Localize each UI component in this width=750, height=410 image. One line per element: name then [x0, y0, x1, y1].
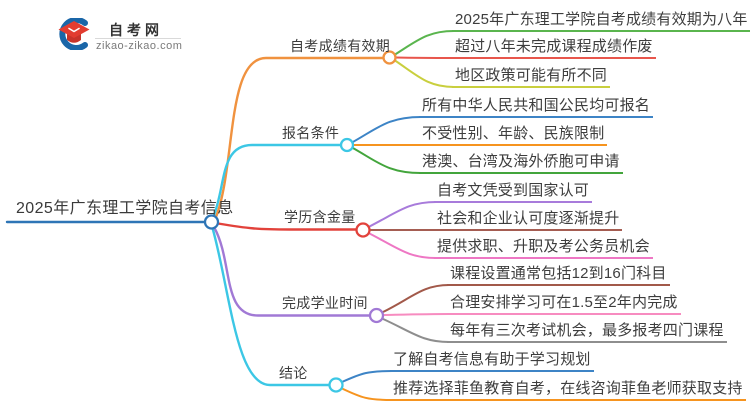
connector-branch-3-child-1	[367, 201, 437, 228]
mindmap-branch-4-node[interactable]: 完成学业时间	[282, 295, 368, 311]
mindmap-leaf-node[interactable]: 自考文凭受到国家认可	[434, 182, 593, 203]
connector-branch-1	[214, 56, 385, 219]
graduation-cap-icon	[58, 18, 90, 50]
connector-branch-5-child-2	[341, 387, 393, 401]
mindmap-branch-2-node[interactable]: 报名条件	[282, 125, 340, 141]
branch-3-junction-circle[interactable]	[355, 222, 371, 238]
mindmap-leaf-node[interactable]: 每年有三次考试机会，最多报考四门课程	[447, 322, 727, 343]
connector-branch-2-child-3	[351, 146, 422, 174]
mindmap-leaf-node[interactable]: 了解自考信息有助于学习规划	[390, 351, 594, 372]
connector-branch-3-child-3	[367, 232, 437, 259]
connector-branch-2-child-1	[351, 116, 422, 144]
site-url: zikao-zikao.com	[96, 40, 183, 52]
root-junction-circle[interactable]	[203, 214, 220, 230]
connector-branch-4	[213, 226, 372, 317]
connector-branch-2	[212, 143, 343, 218]
connector-branch-4-child-2	[382, 313, 450, 316]
branch-5-junction-circle[interactable]	[328, 377, 344, 393]
connector-branch-5	[211, 226, 331, 387]
mindmap-branch-1-node[interactable]: 自考成绩有效期	[290, 38, 391, 54]
connector-branch-5-child-1	[341, 370, 393, 383]
branch-1-junction-circle[interactable]	[382, 50, 397, 65]
mindmap-leaf-node[interactable]: 推荐选择菲鱼教育自考，在线咨询菲鱼老师获取支持	[390, 380, 746, 401]
site-logo: 自考网 zikao-zikao.com	[55, 16, 185, 52]
mindmap-leaf-node[interactable]: 课程设置通常包括12到16门科目	[447, 265, 670, 286]
connector-branch-1-child-3	[394, 59, 455, 88]
connector-branch-3	[216, 222, 358, 231]
connector-branch-1-child-2	[394, 56, 455, 59]
site-name: 自考网	[109, 22, 163, 38]
branch-4-junction-circle[interactable]	[368, 307, 385, 324]
mindmap-root-node[interactable]: 2025年广东理工学院自考信息	[16, 200, 234, 217]
logo-divider	[95, 38, 181, 39]
mindmap-leaf-node[interactable]: 提供求职、升职及考公务员机会	[434, 238, 653, 259]
connector-branch-4-child-3	[381, 317, 450, 343]
mindmap-leaf-node[interactable]: 合理安排学习可在1.5至2年内完成	[447, 294, 681, 315]
mindmap-branch-3-node[interactable]: 学历含金量	[284, 209, 356, 225]
mindmap-leaf-node[interactable]: 不受性别、年龄、民族限制	[419, 125, 608, 146]
mindmap-leaf-node[interactable]: 超过八年未完成课程成绩作废	[452, 38, 656, 59]
branch-2-junction-circle[interactable]	[339, 137, 355, 153]
mindmap-leaf-node[interactable]: 社会和企业认可度逐渐提升	[434, 210, 623, 231]
mindmap-branch-5-node[interactable]: 结论	[279, 365, 308, 381]
mindmap-leaf-node[interactable]: 所有中华人民共和国公民均可报名	[419, 97, 654, 118]
connector-branch-1-child-1	[394, 30, 455, 56]
mindmap-leaf-node[interactable]: 地区政策可能有所不同	[452, 67, 611, 88]
connector-branch-4-child-1	[381, 284, 450, 314]
mindmap-leaf-node[interactable]: 港澳、台湾及海外侨胞可申请	[419, 153, 623, 174]
mindmap-leaf-node[interactable]: 2025年广东理工学院自考成绩有效期为八年	[452, 11, 750, 32]
